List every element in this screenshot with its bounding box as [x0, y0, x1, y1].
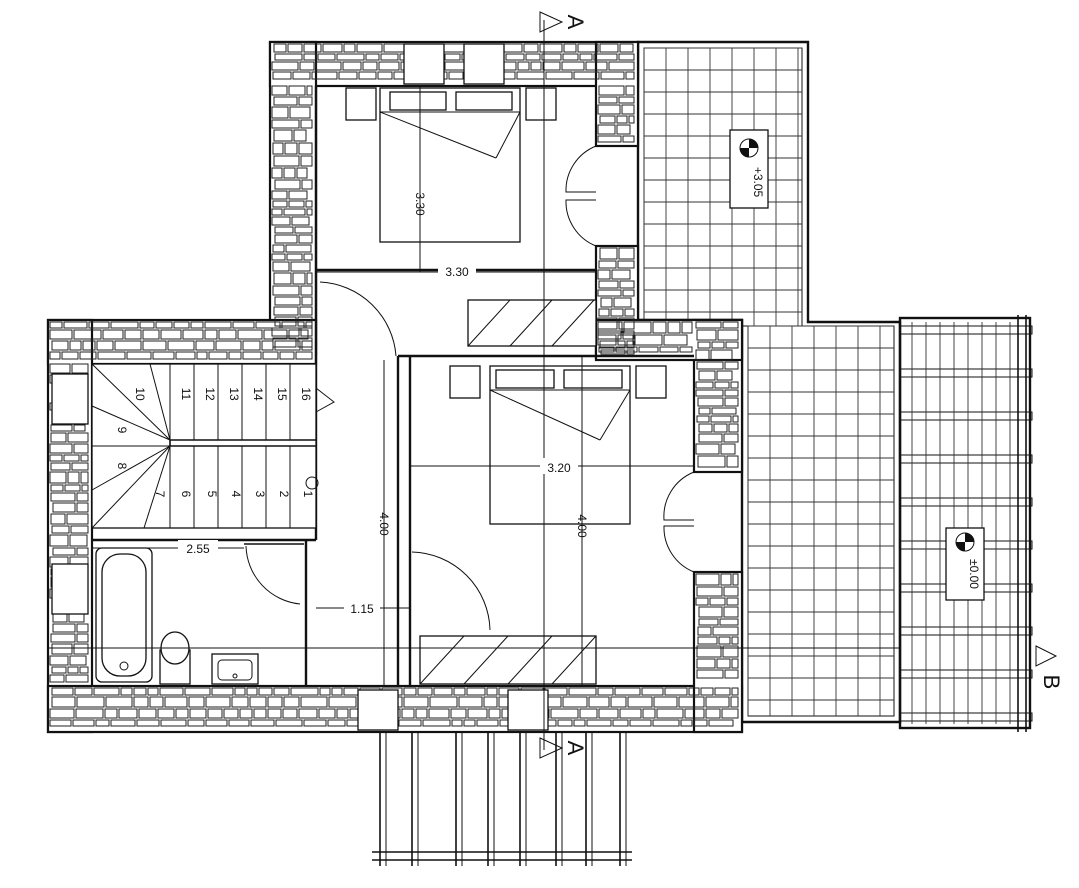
dim-hall-width: 1.15: [350, 602, 374, 616]
nightstand-4: [635, 365, 667, 399]
level-marker-lower: ±0.00: [945, 527, 985, 601]
stone-walls: [46, 40, 744, 734]
nightstand-3: [449, 365, 481, 399]
stair-step-label-10: 10: [133, 387, 147, 401]
bedroom-2: [411, 365, 695, 685]
level-lower-text: ±0.00: [967, 559, 981, 589]
dimension-labels: 3.30 3.30 3.20 4.00 4.00 2.55 1.15: [178, 192, 589, 616]
section-marker-right: B: [1035, 645, 1064, 690]
bedroom-1: [319, 87, 597, 357]
stair-step-label-9: 9: [115, 427, 129, 434]
pergola-bottom: [372, 732, 632, 866]
stair-step-label-16: 16: [299, 387, 313, 401]
nightstand-2: [525, 87, 557, 121]
nightstand-1: [345, 87, 377, 121]
dim-hall-depth: 4.00: [377, 512, 391, 536]
section-top-label: A: [563, 15, 588, 30]
section-right-label: B: [1039, 675, 1064, 690]
dim-bed2-depth: 4.00: [575, 514, 589, 538]
wardrobe-2: [419, 635, 597, 685]
stair-step-label-6: 6: [179, 491, 193, 498]
level-upper-text: +3.05: [751, 167, 765, 198]
section-bottom-label: A: [563, 741, 588, 756]
stair-step-label-7: 7: [153, 491, 167, 498]
section-marker-top: A: [539, 11, 588, 33]
bathroom: [95, 543, 304, 685]
bed-2: [489, 365, 631, 525]
stair-step-label-5: 5: [205, 491, 219, 498]
stair-step-label-8: 8: [115, 463, 129, 470]
stair-step-label-14: 14: [251, 387, 265, 401]
dim-bath-width: 2.55: [186, 542, 210, 556]
stair-step-label-12: 12: [203, 387, 217, 401]
stair-step-label-2: 2: [277, 491, 291, 498]
dim-bed1-depth: 3.30: [413, 192, 427, 216]
stair-step-label-1: 1: [301, 491, 315, 498]
stair-step-label-4: 4: [229, 491, 243, 498]
stair-step-label-11: 11: [179, 388, 193, 401]
dim-bed1-width: 3.30: [445, 265, 469, 279]
stair-step-label-13: 13: [227, 387, 241, 401]
bed-1: [379, 87, 521, 243]
pergola-right: [898, 315, 1033, 732]
windows: [51, 43, 549, 731]
section-marker-bottom: A: [539, 737, 588, 759]
stair-step-label-15: 15: [275, 387, 289, 401]
wardrobe-1: [467, 299, 597, 347]
upper-terrace: [636, 40, 902, 724]
dim-bed2-width: 3.20: [547, 461, 571, 475]
level-marker-upper: +3.05: [729, 129, 769, 209]
stair-step-label-3: 3: [253, 491, 267, 498]
